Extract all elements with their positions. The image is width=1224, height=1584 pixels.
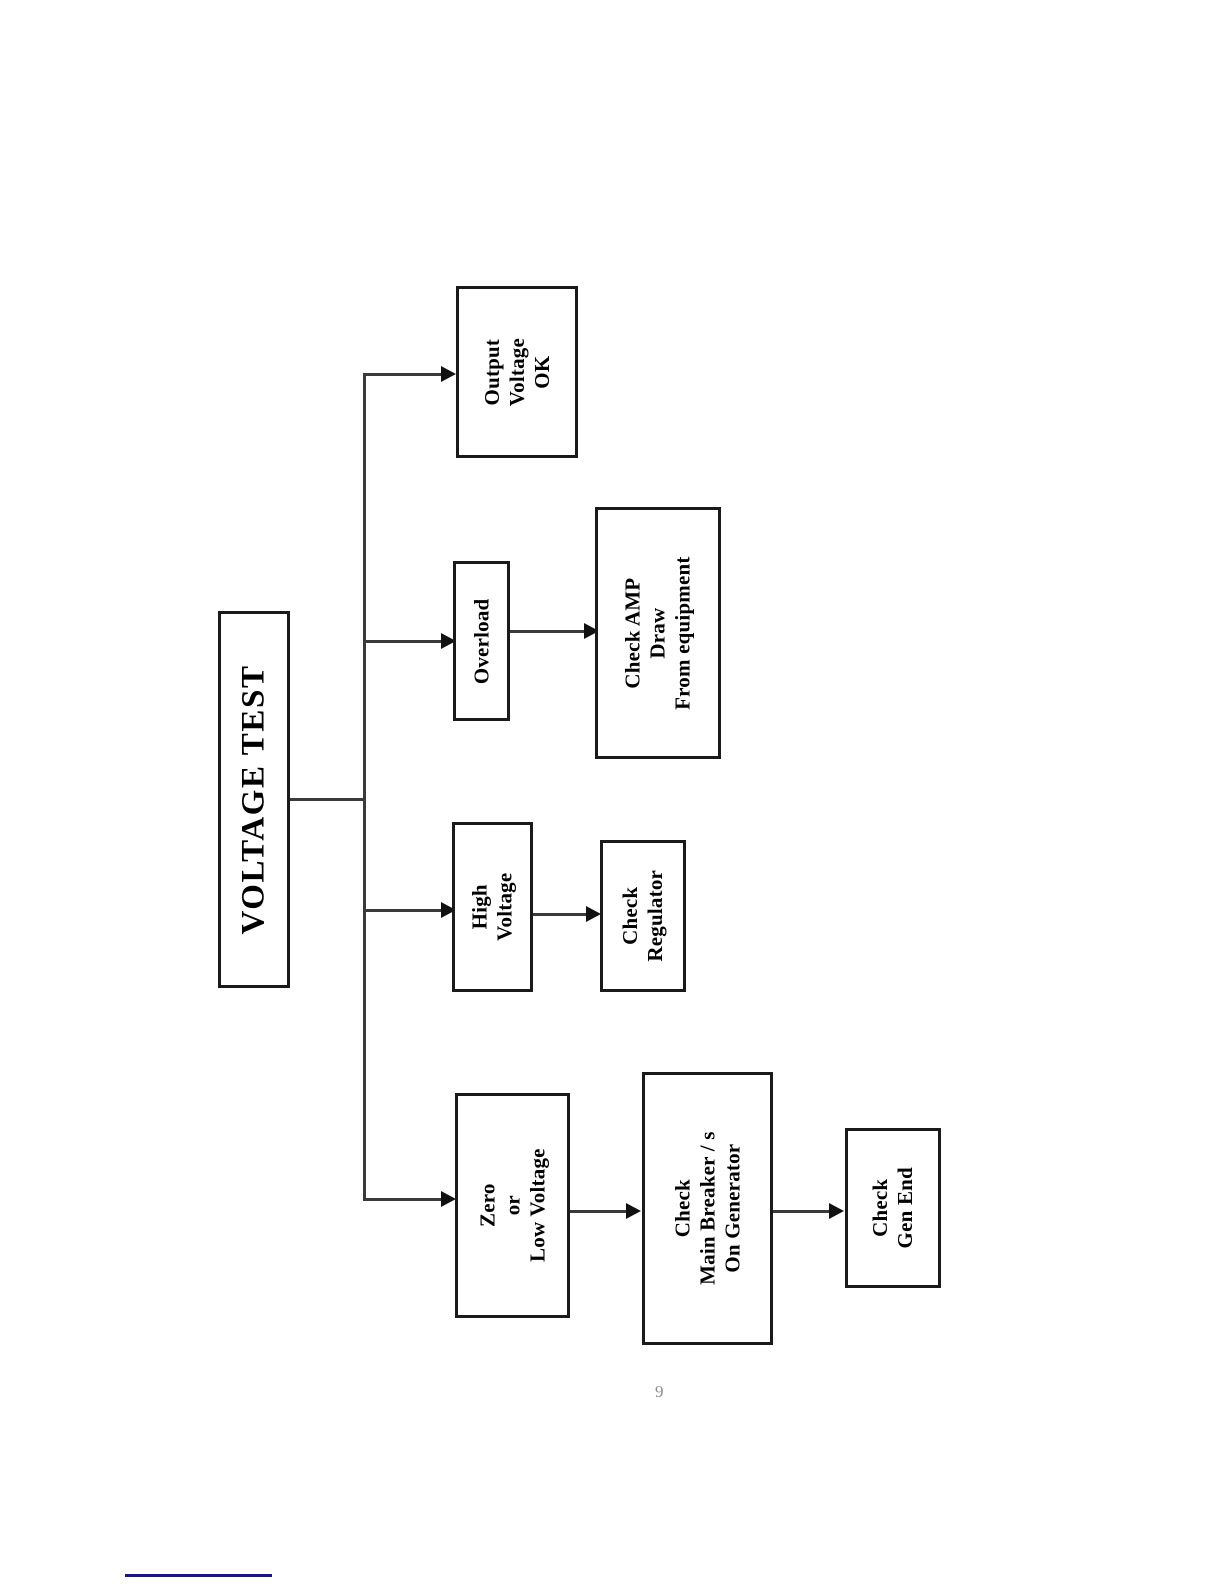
node-check-amp-draw-line2: Draw (645, 607, 670, 659)
node-zero-or-low-voltage-label: Zero or Low Voltage (475, 1149, 549, 1263)
node-high-voltage-label: High Voltage (468, 873, 518, 941)
node-check-amp-draw-line1: Check AMP (620, 577, 645, 689)
arrow-head-output-ok (441, 366, 456, 382)
node-zero-or-low-voltage-line1: Zero (475, 1183, 500, 1228)
node-check-gen-end-line1: Check (868, 1178, 893, 1238)
node-output-voltage-ok-line3: OK (529, 355, 554, 389)
node-check-main-breaker-label: Check Main Breaker / s On Generator (670, 1132, 744, 1286)
connector-zero-low-to-check-breaker (570, 1210, 628, 1213)
connector-root-to-overload (363, 640, 443, 643)
arrow-head-check-regulator (586, 906, 601, 922)
node-check-main-breaker-line3: On Generator (719, 1144, 744, 1273)
arrow-head-check-gen-end (829, 1203, 844, 1219)
node-check-regulator[interactable]: Check Regulator (600, 840, 686, 992)
connector-overload-to-check-amp (510, 630, 586, 633)
node-check-amp-draw-line3: From equipment (670, 556, 695, 710)
node-high-voltage-line1: High (467, 884, 492, 930)
node-output-voltage-ok-line1: Output (479, 338, 504, 406)
connector-check-breaker-to-gen-end (773, 1210, 831, 1213)
node-voltage-test-label: VOLTAGE TEST (235, 664, 272, 935)
arrow-head-zero-low (441, 1191, 456, 1207)
node-zero-or-low-voltage-line2: or (500, 1195, 525, 1216)
node-check-regulator-line1: Check (618, 886, 643, 946)
connector-root-stub (289, 798, 366, 801)
node-check-regulator-line2: Regulator (643, 870, 667, 962)
node-check-amp-draw-label: Check AMP Draw From equipment (621, 556, 695, 710)
node-check-regulator-label: Check Regulator (618, 870, 668, 962)
footer-rule (125, 1574, 272, 1577)
page-number: 9 (655, 1382, 664, 1401)
node-check-main-breaker-line2: Main Breaker / s (695, 1131, 720, 1286)
node-voltage-test[interactable]: VOLTAGE TEST (218, 611, 290, 988)
node-check-main-breaker-line1: Check (670, 1179, 695, 1238)
connector-trunk-vertical (363, 373, 366, 1201)
node-output-voltage-ok-label: Output Voltage OK (480, 338, 554, 406)
node-high-voltage[interactable]: High Voltage (452, 822, 533, 992)
node-output-voltage-ok-line2: Voltage (504, 337, 529, 407)
connector-root-to-high-voltage (363, 909, 443, 912)
connector-root-to-zero-low (363, 1198, 443, 1201)
node-check-gen-end-line2: Gen End (892, 1167, 917, 1249)
node-overload[interactable]: Overload (453, 561, 510, 721)
node-check-amp-draw[interactable]: Check AMP Draw From equipment (595, 507, 721, 759)
arrow-head-check-breaker (626, 1203, 641, 1219)
arrow-head-overload (441, 633, 456, 649)
node-check-gen-end[interactable]: Check Gen End (845, 1128, 941, 1288)
connector-high-voltage-to-check-regulator (533, 913, 588, 916)
node-zero-or-low-voltage-line3: Low Voltage (524, 1148, 549, 1263)
node-overload-label: Overload (469, 598, 494, 684)
node-check-main-breaker[interactable]: Check Main Breaker / s On Generator (642, 1072, 773, 1345)
node-high-voltage-line2: Voltage (492, 872, 517, 942)
connector-root-to-output-ok (363, 373, 443, 376)
node-zero-or-low-voltage[interactable]: Zero or Low Voltage (455, 1093, 570, 1318)
node-output-voltage-ok[interactable]: Output Voltage OK (456, 286, 578, 458)
node-check-gen-end-label: Check Gen End (868, 1167, 918, 1248)
